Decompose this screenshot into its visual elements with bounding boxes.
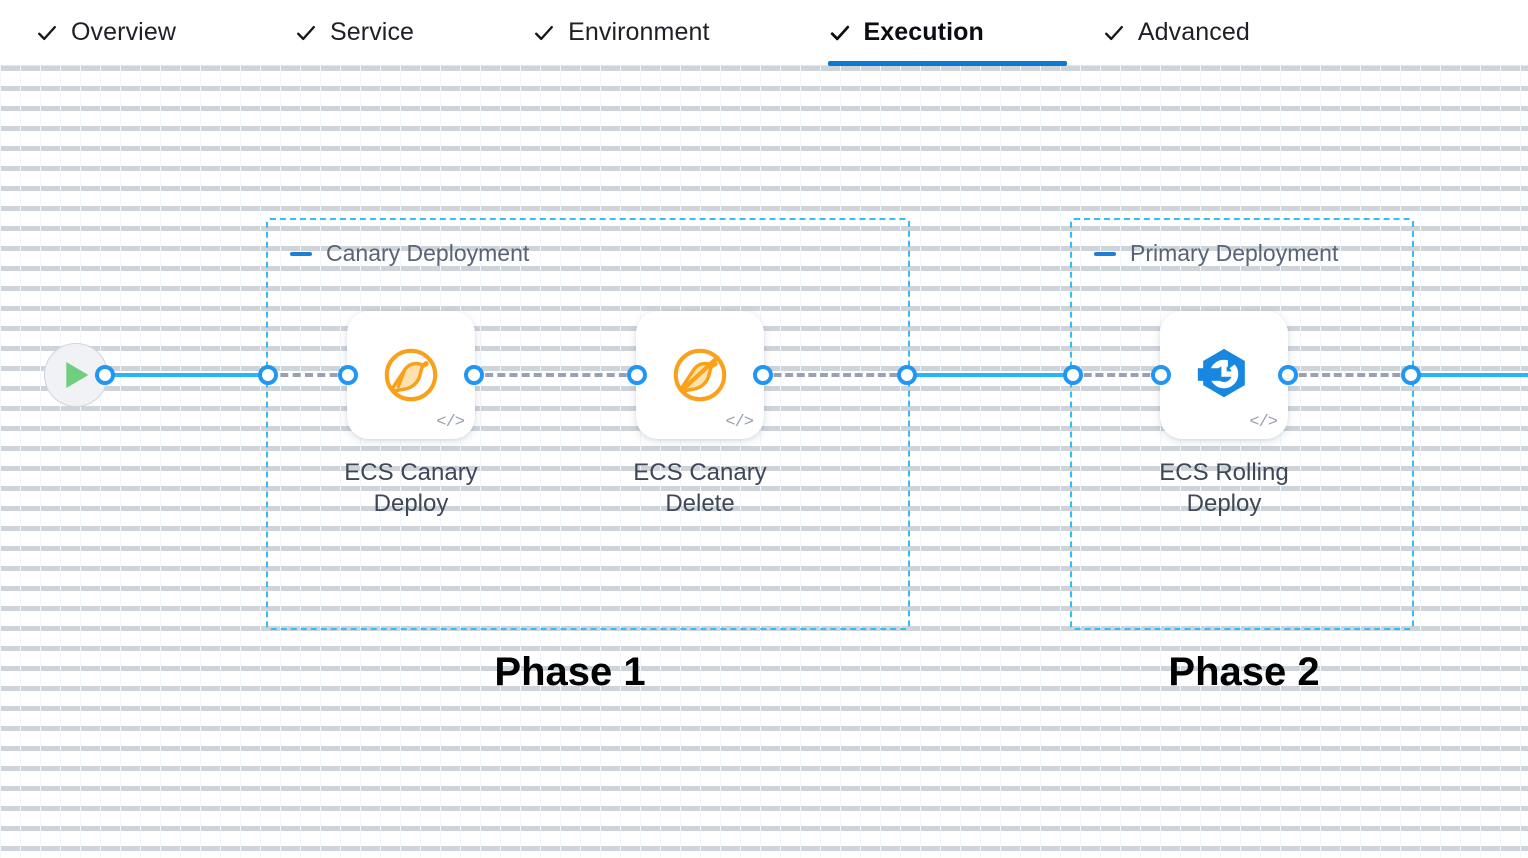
link-group2-to-next: [1410, 373, 1528, 377]
step-label-ecs-rolling-deploy: ECS Rolling Deploy: [1159, 459, 1289, 517]
port-node2-out[interactable]: [753, 365, 773, 385]
canary-bird-slash-icon: [669, 344, 731, 406]
link-group2-to-node3: [1072, 373, 1162, 377]
port-node1-out[interactable]: [464, 365, 484, 385]
link-start-to-group1: [105, 373, 270, 377]
port-group2-out[interactable]: [1401, 365, 1421, 385]
check-icon: [36, 22, 58, 44]
code-badge-icon: </>: [725, 413, 754, 432]
tab-overview-label: Overview: [71, 18, 176, 46]
link-group1-to-node1: [268, 373, 350, 377]
port-node1-in[interactable]: [338, 365, 358, 385]
step-node-ecs-rolling-deploy[interactable]: </>: [1160, 311, 1288, 439]
pipeline-start-node[interactable]: [44, 343, 108, 407]
port-node3-out[interactable]: [1278, 365, 1298, 385]
tab-execution[interactable]: Execution: [827, 0, 1067, 66]
minus-icon[interactable]: [1094, 251, 1116, 256]
step-node-ecs-canary-delete[interactable]: </>: [636, 311, 764, 439]
tab-overview[interactable]: Overview: [36, 0, 202, 66]
tab-advanced[interactable]: Advanced: [1103, 0, 1276, 66]
check-icon: [1103, 22, 1125, 44]
tab-environment[interactable]: Environment: [533, 0, 735, 66]
tab-execution-label: Execution: [863, 18, 984, 46]
port-group2-in[interactable]: [1063, 365, 1083, 385]
wizard-tab-bar: Overview Service Environment: [0, 0, 1528, 66]
stage-group-canary-deployment[interactable]: Canary Deployment: [266, 218, 910, 630]
group-title-primary: Primary Deployment: [1130, 240, 1339, 266]
check-icon: [829, 22, 851, 44]
rolling-deploy-icon: [1193, 344, 1255, 406]
minus-icon[interactable]: [290, 251, 312, 256]
link-node2-to-group1-exit: [762, 373, 909, 377]
port-group1-out[interactable]: [897, 365, 917, 385]
step-label-ecs-canary-deploy: ECS Canary Deploy: [344, 459, 478, 517]
canary-bird-icon: [380, 344, 442, 406]
step-node-ecs-canary-deploy[interactable]: </>: [347, 311, 475, 439]
check-icon: [533, 22, 555, 44]
port-node2-in[interactable]: [627, 365, 647, 385]
port-start-out[interactable]: [95, 365, 115, 385]
pipeline-canvas[interactable]: Canary Deployment Primary Deployment: [0, 66, 1528, 858]
play-icon: [66, 362, 89, 388]
annotation-phase-2: Phase 2: [1168, 650, 1320, 694]
tab-active-underline: [827, 60, 1067, 66]
code-badge-icon: </>: [436, 413, 465, 432]
port-node3-in[interactable]: [1151, 365, 1171, 385]
tab-service-label: Service: [330, 18, 415, 46]
code-badge-icon: </>: [1249, 413, 1278, 432]
group-title-canary: Canary Deployment: [326, 240, 530, 266]
group-header-primary[interactable]: Primary Deployment: [1094, 242, 1338, 265]
port-group1-in[interactable]: [258, 365, 278, 385]
tab-environment-label: Environment: [568, 18, 710, 46]
step-label-ecs-canary-delete: ECS Canary Delete: [633, 459, 767, 517]
link-group1-to-group2: [907, 373, 1074, 377]
link-node3-to-group2-exit: [1287, 373, 1412, 377]
tab-service[interactable]: Service: [295, 0, 440, 66]
group-header-canary[interactable]: Canary Deployment: [290, 242, 529, 265]
check-icon: [295, 22, 317, 44]
tab-advanced-label: Advanced: [1137, 18, 1250, 46]
annotation-phase-1: Phase 1: [494, 650, 646, 694]
link-node1-to-node2: [473, 373, 639, 377]
stage-group-primary-deployment[interactable]: Primary Deployment: [1070, 218, 1414, 630]
